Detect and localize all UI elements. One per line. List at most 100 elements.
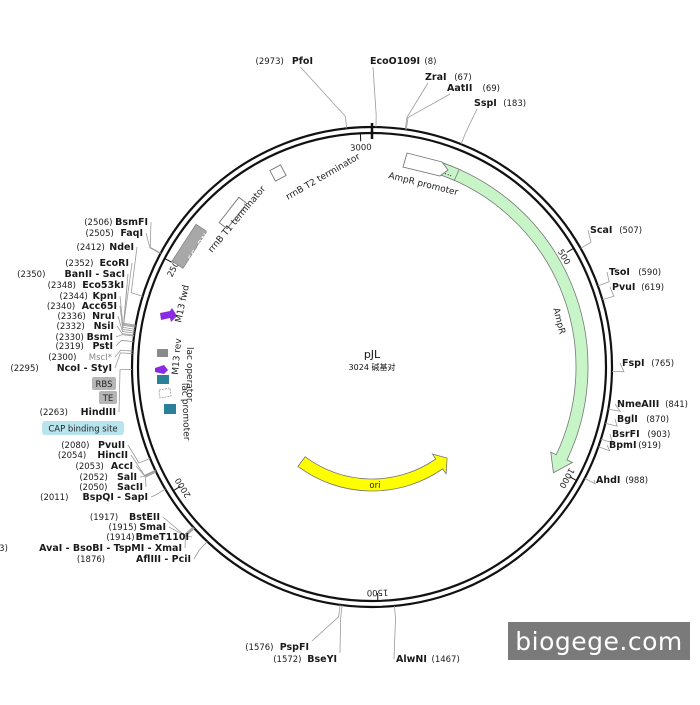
site-position: (841)	[665, 400, 688, 410]
site-position: (2295)	[10, 364, 38, 374]
site-label-nmeaiii: NmeAIII(841)	[617, 399, 688, 410]
site-position: (2011)	[40, 493, 68, 503]
site-position: (2336)	[58, 312, 86, 322]
site-name: SalI	[117, 472, 137, 483]
leader-line	[340, 605, 342, 653]
site-name: AlwNI	[396, 654, 427, 665]
cap-site-box	[164, 404, 176, 414]
site-position: (919)	[638, 441, 661, 451]
site-label-fspi: FspI(765)	[622, 358, 674, 369]
site-label-bspqi-sapi: BspQI - SapI (2011)	[40, 492, 148, 503]
site-name: SacII	[117, 482, 143, 493]
site-position: (2263)	[40, 408, 68, 418]
site-name: BspQI - SapI	[83, 492, 148, 503]
site-name: AflIII - PciI	[136, 554, 191, 565]
leader-line	[116, 340, 133, 346]
site-position: (765)	[651, 359, 674, 369]
site-name: EcoO109I	[370, 56, 420, 67]
site-position: (1572)	[273, 655, 301, 665]
site-label-scai: ScaI(507)	[590, 225, 642, 236]
site-label-bpmi: BpmI(919)	[609, 440, 661, 451]
site-name: BsrFI	[612, 429, 640, 440]
site-position: (2412)	[77, 243, 105, 253]
site-position: (988)	[625, 476, 648, 486]
site-label-banii-saci: BanII - SacI(2350)	[17, 269, 125, 280]
site-name: AvaI - BsoBI - TspMI - XmaI	[39, 543, 182, 554]
rrnb-t1-feature: rrnB T1 terminator	[207, 184, 269, 255]
lac-promoter-label: lac promoter	[179, 383, 191, 441]
leader-line	[119, 369, 132, 412]
site-label-aatii: AatII(69)	[447, 83, 500, 94]
site-name: KpnI	[93, 291, 117, 302]
site-position: (1914)	[106, 533, 134, 543]
ori-label: ori	[369, 481, 380, 491]
te-badge-label: TE	[102, 394, 114, 404]
site-position: (2332)	[57, 322, 85, 332]
site-position: (2080)	[61, 441, 89, 451]
leader-line	[146, 233, 161, 254]
site-label-bsmfi: BsmFI(2506)	[84, 217, 148, 228]
leader-line	[194, 542, 207, 559]
rrnb-t1-label: rrnB T1 terminator	[207, 184, 269, 255]
ampr-arrow	[439, 163, 588, 473]
site-label-bsmi: BsmI(2330)	[56, 332, 113, 343]
site-label-hindiii: HindIII(2263)	[40, 407, 116, 418]
site-position: (2506)	[84, 218, 112, 228]
site-position: (1576)	[245, 643, 273, 653]
site-label-zrai: ZraI(67)	[425, 72, 472, 83]
site-label-sali: SalI(2052)	[80, 472, 137, 483]
lac-operator-box	[157, 375, 169, 384]
site-position: (2505)	[86, 229, 114, 239]
site-position: (2350)	[17, 270, 45, 280]
plasmid-size: 3024 碱基对	[349, 362, 396, 372]
site-position: (619)	[641, 283, 664, 293]
rrnb-t2-box	[270, 165, 286, 181]
leader-line	[585, 478, 596, 484]
site-position: (2319)	[56, 342, 84, 352]
site-position: (903)	[648, 430, 671, 440]
leader-line	[312, 605, 340, 641]
site-name: Acc65I	[82, 301, 117, 312]
leader-line	[405, 83, 428, 129]
leader-line	[406, 94, 450, 129]
site-label-alwni: AlwNI(1467)	[396, 654, 460, 665]
site-name: SspI	[474, 98, 497, 109]
leader-line	[373, 67, 376, 127]
site-position: (1876)	[77, 555, 105, 565]
site-label-bgli: BglI(870)	[617, 414, 669, 425]
ampr-promoter-arrow	[403, 153, 448, 176]
site-name: NruI	[92, 311, 115, 322]
site-label-afliii-pcii: AflIII - PciI (1876)	[77, 554, 191, 565]
site-label-pspfi: PspFI(1576)	[245, 642, 309, 653]
site-name: NsiI	[94, 321, 114, 332]
site-position: (183)	[503, 99, 526, 109]
site-name: BsmFI	[115, 217, 148, 228]
site-label-acc65i: Acc65I (2340)	[47, 301, 117, 312]
site-label-ecori: EcoRI(2352)	[65, 258, 129, 269]
tick-mark	[567, 248, 574, 252]
site-label-bsrfi: BsrFI (903)	[612, 429, 670, 440]
ampr-label: AmpR	[550, 307, 566, 336]
site-name: HincII	[97, 450, 128, 461]
site-label-msci-: MscI*(2300)	[48, 353, 112, 363]
site-label-hincii: HincII(2054)	[58, 450, 128, 461]
site-label-sspi: SspI (183)	[474, 98, 526, 109]
site-label-nsii: NsiI (2332)	[57, 321, 114, 332]
site-position: (1915)	[109, 523, 137, 533]
site-name: BseYI	[307, 654, 337, 665]
te-badge: TE	[99, 391, 117, 404]
leader-line	[394, 606, 396, 659]
cap-badge-label: CAP binding site	[48, 425, 117, 435]
site-name: ScaI	[590, 225, 612, 236]
site-label-tsoi: TsoI(590)	[609, 267, 661, 278]
site-position: (2348)	[48, 281, 76, 291]
m13-rev-feature: M13 rev	[155, 337, 184, 375]
site-label-ncoi-styi: NcoI - StyI(2295)	[10, 363, 112, 374]
site-label-acci: AccI(2053)	[76, 461, 133, 472]
m13-rev-label: M13 rev	[171, 337, 184, 375]
leader-line	[598, 445, 609, 451]
site-position: (2340)	[47, 302, 75, 312]
